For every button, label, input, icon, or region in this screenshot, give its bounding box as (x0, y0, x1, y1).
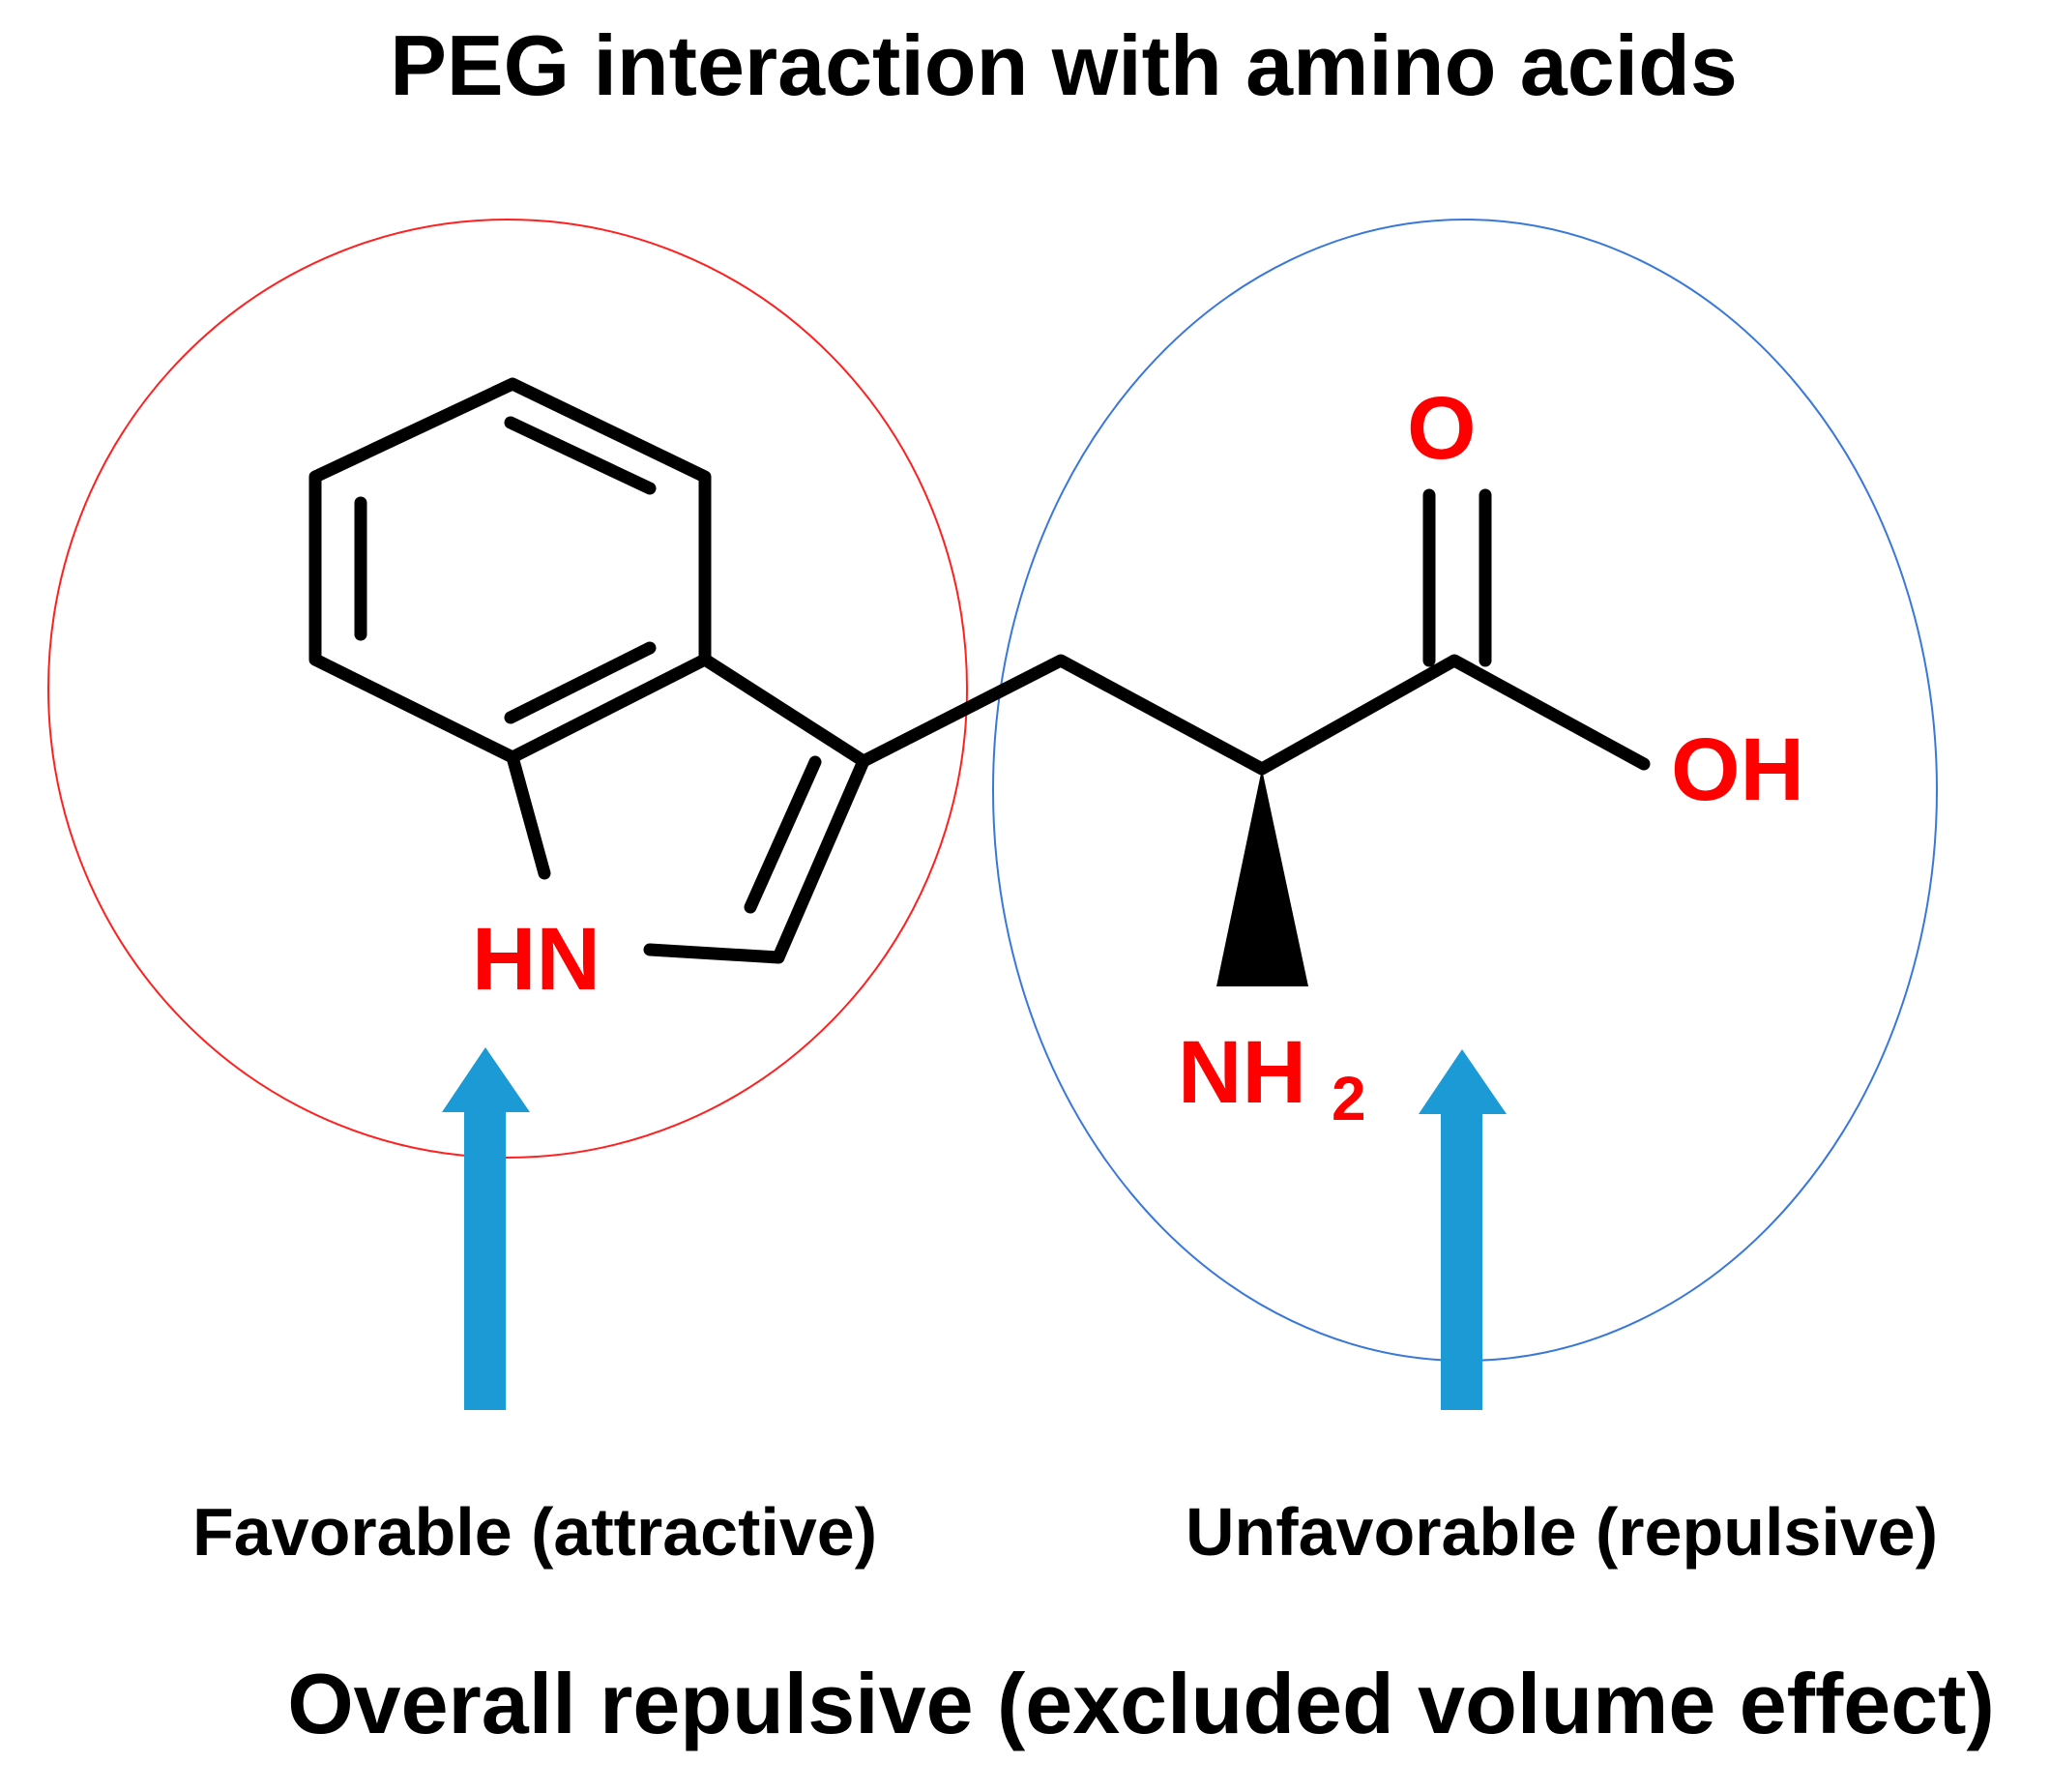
side-chain-bonds (857, 654, 1651, 776)
repulsive-label: Unfavorable (repulsive) (1186, 1494, 1938, 1570)
benzene-inner-bond-top (504, 416, 657, 495)
bond-n-c2 (643, 943, 785, 964)
attractive-region-outline (47, 219, 968, 1159)
carbonyl-oxygen-label: O (1407, 379, 1477, 478)
benzene-inner-bond-bottom (504, 641, 657, 724)
amine-label: NH (1178, 1023, 1306, 1122)
attractive-label: Favorable (attractive) (192, 1494, 877, 1570)
attractive-arrow-icon (442, 1047, 530, 1410)
overall-conclusion: Overall repulsive (excluded volume effec… (287, 1656, 1995, 1751)
tryptophan-skeleton (308, 377, 1651, 964)
diagram-title: PEG interaction with amino acids (390, 17, 1738, 113)
bond-c7a-n (506, 750, 551, 880)
hydroxyl-label: OH (1671, 720, 1804, 819)
stereo-wedge-bond (1216, 769, 1308, 986)
repulsive-arrow-icon (1419, 1049, 1507, 1410)
bond-c2-c3 (772, 754, 870, 964)
bond-c3-c3a (698, 653, 870, 768)
ring-nh-label: HN (472, 910, 600, 1009)
amine-subscript: 2 (1332, 1064, 1366, 1133)
pyrrole-inner-double-bond (744, 755, 822, 914)
benzene-ring-bonds (308, 377, 712, 764)
